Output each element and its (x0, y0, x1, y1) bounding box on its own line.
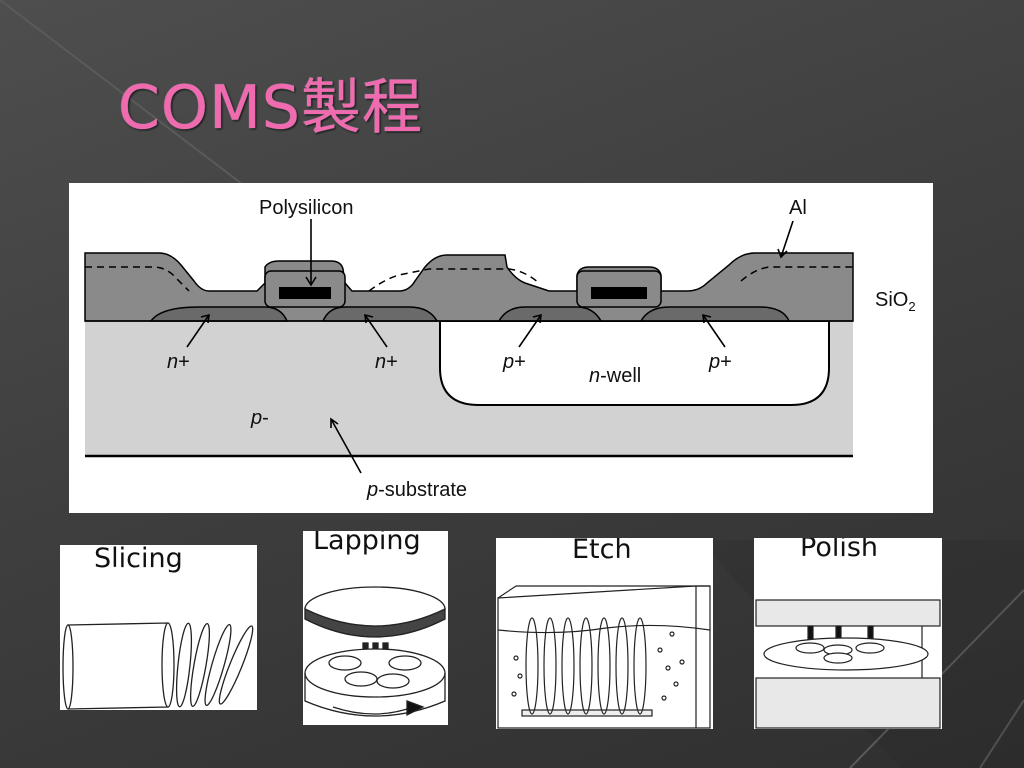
lapping-carrier-1 (328, 655, 362, 671)
al-label: Al (789, 197, 807, 219)
oxide-dashed-line-2 (368, 268, 540, 292)
ingot-body (67, 622, 169, 710)
n-plus-right-suffix: + (386, 351, 398, 373)
p-minus-suffix: - (262, 407, 269, 429)
wafer-slice-1 (175, 622, 193, 708)
p-substrate-letter: p (367, 479, 379, 501)
p-plus-label-right: p+ (709, 351, 732, 374)
n-plus-label-right: n+ (375, 351, 398, 374)
n-plus-diffusion-left (149, 306, 289, 322)
lapping-rotation-arrow (332, 706, 414, 715)
etch-wafer-6 (615, 617, 629, 715)
nmos-polysilicon-gate (279, 287, 331, 299)
n-well-region (439, 320, 830, 406)
polish-wafer-3 (855, 642, 885, 654)
etch-wafer-1 (525, 617, 539, 715)
lapping-top-plate-edge (304, 607, 446, 638)
wafer-slice-4 (218, 625, 254, 705)
polish-illustration (755, 599, 941, 729)
polish-wafer-1 (795, 642, 825, 654)
n-plus-left-suffix: + (178, 351, 190, 373)
polysilicon-label: Polysilicon (259, 197, 354, 219)
polish-panel: Polish (754, 538, 942, 729)
etch-wafer-7 (633, 617, 647, 715)
etch-panel: Etch (496, 538, 713, 729)
oxide-dashed-line-3 (740, 266, 853, 282)
arrow-n-plus-left (186, 314, 210, 348)
cmos-cross-section-diagram: Polysilicon Al SiO2 n+ n+ p+ p+ n-well p… (69, 183, 933, 513)
p-plus-left-letter: p (503, 351, 515, 373)
arrow-p-substrate (330, 418, 362, 474)
polish-label: Polish (800, 538, 879, 563)
sio2-label-main: SiO (875, 289, 909, 311)
polish-machine-bottom (755, 677, 941, 729)
lapping-bottom-edge (304, 673, 446, 717)
slicing-illustration (62, 622, 254, 710)
lapping-label: Lapping (313, 531, 421, 556)
n-plus-right-letter: n (375, 351, 387, 373)
wafer-slice-3 (204, 623, 232, 707)
p-plus-left-suffix: + (514, 351, 526, 373)
n-well-suffix: -well (600, 365, 642, 387)
p-substrate-suffix: -substrate (378, 479, 468, 501)
etch-liquid-surface (497, 624, 711, 634)
etch-wafer-4 (579, 617, 593, 715)
lapping-bottom-plate (304, 648, 446, 698)
sio2-label-subscript: 2 (908, 299, 916, 314)
ingot-end-right (161, 622, 175, 708)
p-plus-diffusion-left (497, 306, 603, 322)
etch-wafer-5 (597, 617, 611, 715)
slide-title: COMS製程 (118, 73, 423, 143)
p-plus-diffusion-right (639, 306, 791, 322)
wafer-slice-2 (189, 622, 211, 708)
lapping-carrier-4 (376, 673, 410, 689)
p-minus-letter: p (251, 407, 263, 429)
arrow-al (780, 220, 794, 258)
etch-label: Etch (572, 538, 632, 565)
label-arrows (186, 219, 794, 474)
n-well-letter: n (589, 365, 601, 387)
lapping-arrow-head (406, 700, 425, 717)
lapping-carrier-2 (388, 655, 422, 671)
p-substrate-label: p-substrate (367, 479, 467, 502)
lapping-panel: Lapping (303, 531, 448, 725)
etch-bubbles (511, 631, 685, 701)
slicing-label: Slicing (94, 545, 183, 574)
etch-wafer-3 (561, 617, 575, 715)
etch-illustration (497, 585, 711, 729)
cmos-diagram-drawing (84, 219, 854, 474)
p-plus-right-letter: p (709, 351, 721, 373)
polish-machine-top (755, 599, 941, 627)
lapping-illustration (304, 586, 446, 717)
etch-wafer-2 (543, 617, 557, 715)
slicing-panel: Slicing (60, 545, 257, 710)
p-plus-right-suffix: + (720, 351, 732, 373)
ingot-end-left (62, 624, 74, 710)
p-plus-label-left: p+ (503, 351, 526, 374)
arrow-n-plus-right (364, 314, 388, 348)
n-plus-left-letter: n (167, 351, 179, 373)
arrow-p-plus-left (518, 314, 542, 348)
lapping-carrier-3 (344, 671, 378, 687)
n-plus-label-left: n+ (167, 351, 190, 374)
etch-tank-back-edge (497, 585, 517, 599)
n-plus-diffusion-right (321, 306, 439, 322)
polish-wafer-4 (823, 652, 853, 664)
pmos-polysilicon-gate (591, 287, 647, 299)
n-well-label: n-well (589, 365, 641, 388)
sio2-label: SiO2 (875, 289, 916, 314)
p-minus-label: p- (251, 407, 269, 430)
arrow-p-plus-right (702, 314, 726, 348)
etch-tank (497, 585, 711, 729)
